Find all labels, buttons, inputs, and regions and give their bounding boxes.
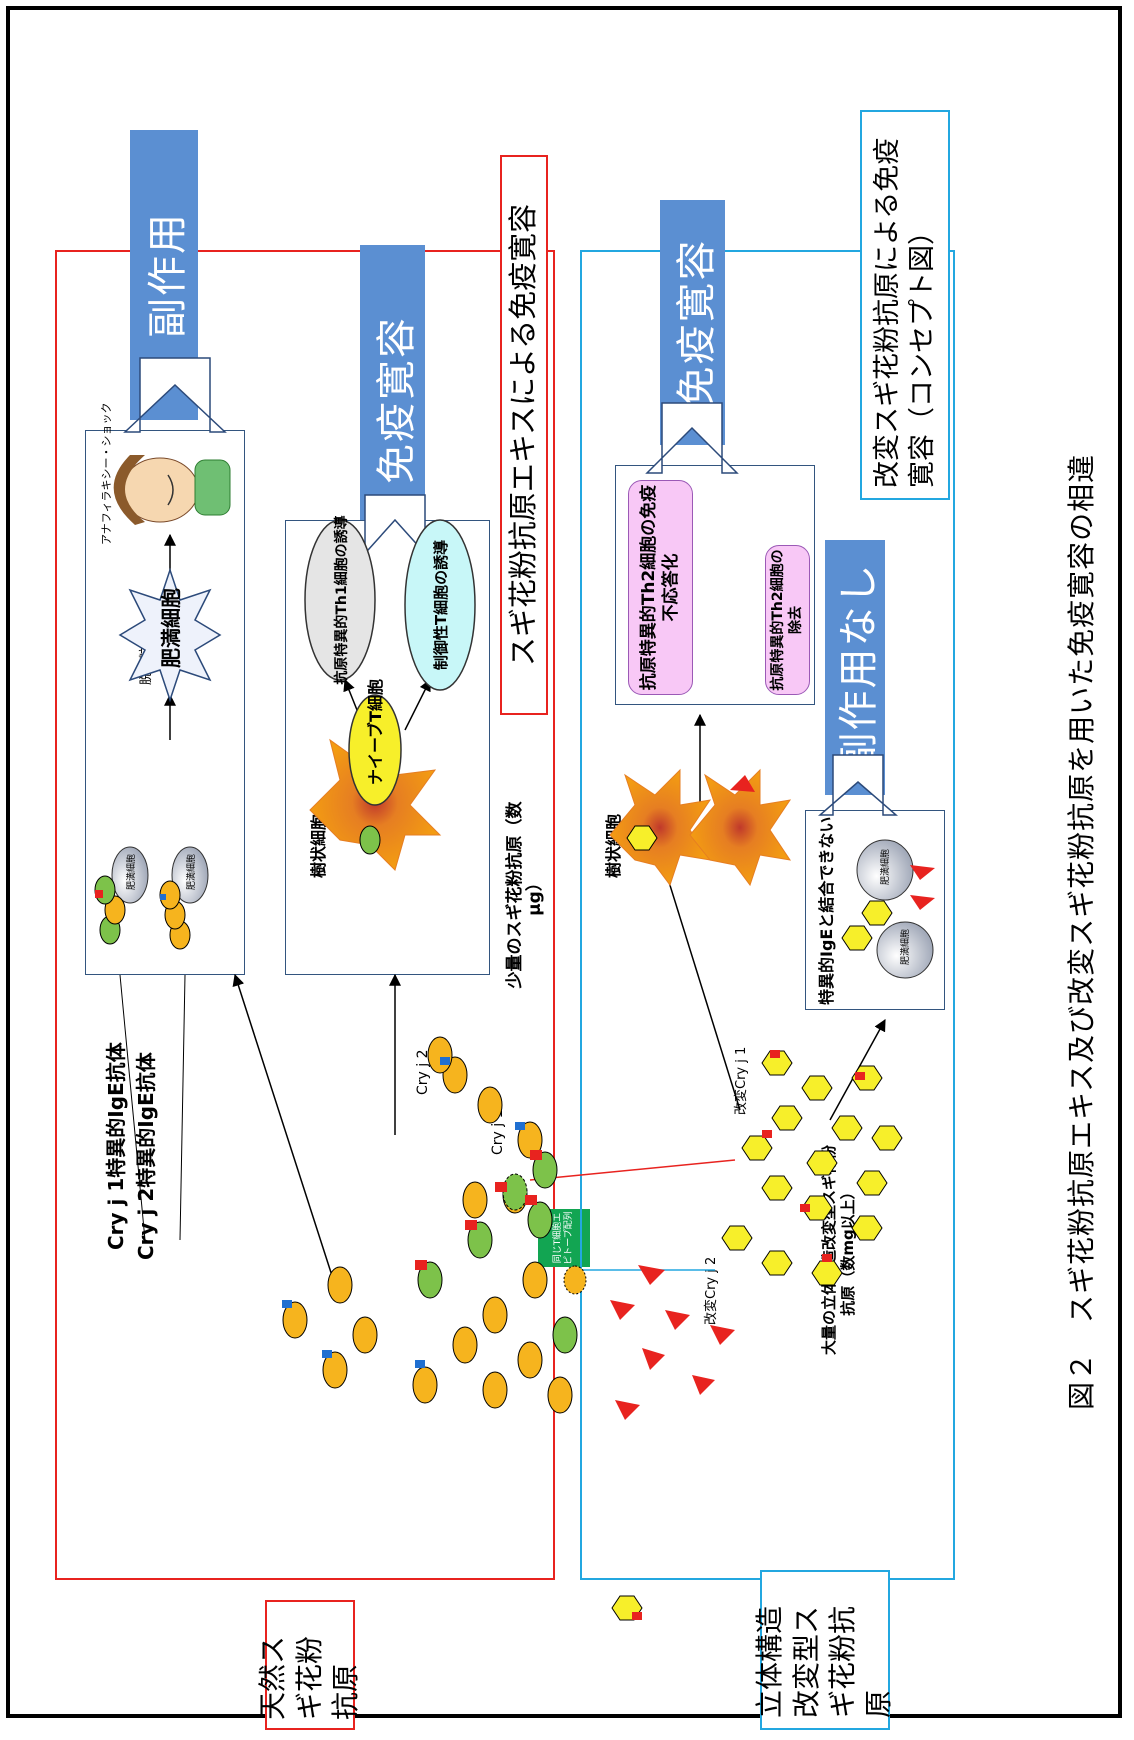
treg-ellipse (404, 519, 476, 691)
arrow-ab2-line (179, 974, 186, 1241)
dendritic-cells-bottom (609, 768, 792, 887)
naive-t-text: ナイーブT細胞 (366, 679, 385, 785)
modified-antigen-cluster (610, 1050, 903, 1621)
hollow-arrow-to-side-effect (123, 357, 227, 433)
natural-antigen-cluster (282, 1036, 587, 1414)
hollow-arrow-to-tolerance-bottom (645, 402, 739, 474)
degranulation-mast-text: 肥満細胞 (159, 588, 183, 668)
arrow-ab1-line (119, 974, 146, 1241)
degranulation-burst (118, 567, 222, 703)
mast-cell-text-1: 肥満細胞 (125, 854, 137, 890)
mast-cell-text-2: 肥満細胞 (185, 854, 197, 890)
mast-cells-bottom: 肥満細胞 肥満細胞 (841, 839, 935, 979)
link-cryj1 (529, 1159, 736, 1181)
hollow-arrow-side-effect (145, 420, 245, 455)
arrow-ab-to-box (232, 973, 336, 1286)
mast-cells-top: 肥満細胞 肥満細胞 (94, 846, 209, 950)
treg-text: 制御性T細胞の誘導 (432, 540, 450, 670)
th1-text: 抗原特異的Th1細胞の誘導 (333, 515, 350, 684)
th1-ellipse (304, 519, 376, 681)
diagram-graphics: 肥満細胞 肥満細胞 肥満細胞 ナイーブT細胞 (94, 357, 935, 1621)
mast-cell-text-3: 肥満細胞 (879, 849, 891, 885)
anaphylaxis-figure-icon (113, 455, 231, 525)
hollow-arrow-to-no-side-effect (817, 754, 899, 816)
mast-cell-text-4: 肥満細胞 (899, 929, 911, 965)
page-frame: 天然スギ花粉抗原 スギ花粉抗原エキスによる免疫寛容 副作用 免疫寛容 Cry j… (6, 6, 1122, 1730)
naive-t-cell (348, 694, 402, 806)
diagram-stage: 天然スギ花粉抗原 スギ花粉抗原エキスによる免疫寛容 副作用 免疫寛容 Cry j… (10, 10, 1134, 1740)
arrow-naive-to-treg (404, 678, 431, 731)
